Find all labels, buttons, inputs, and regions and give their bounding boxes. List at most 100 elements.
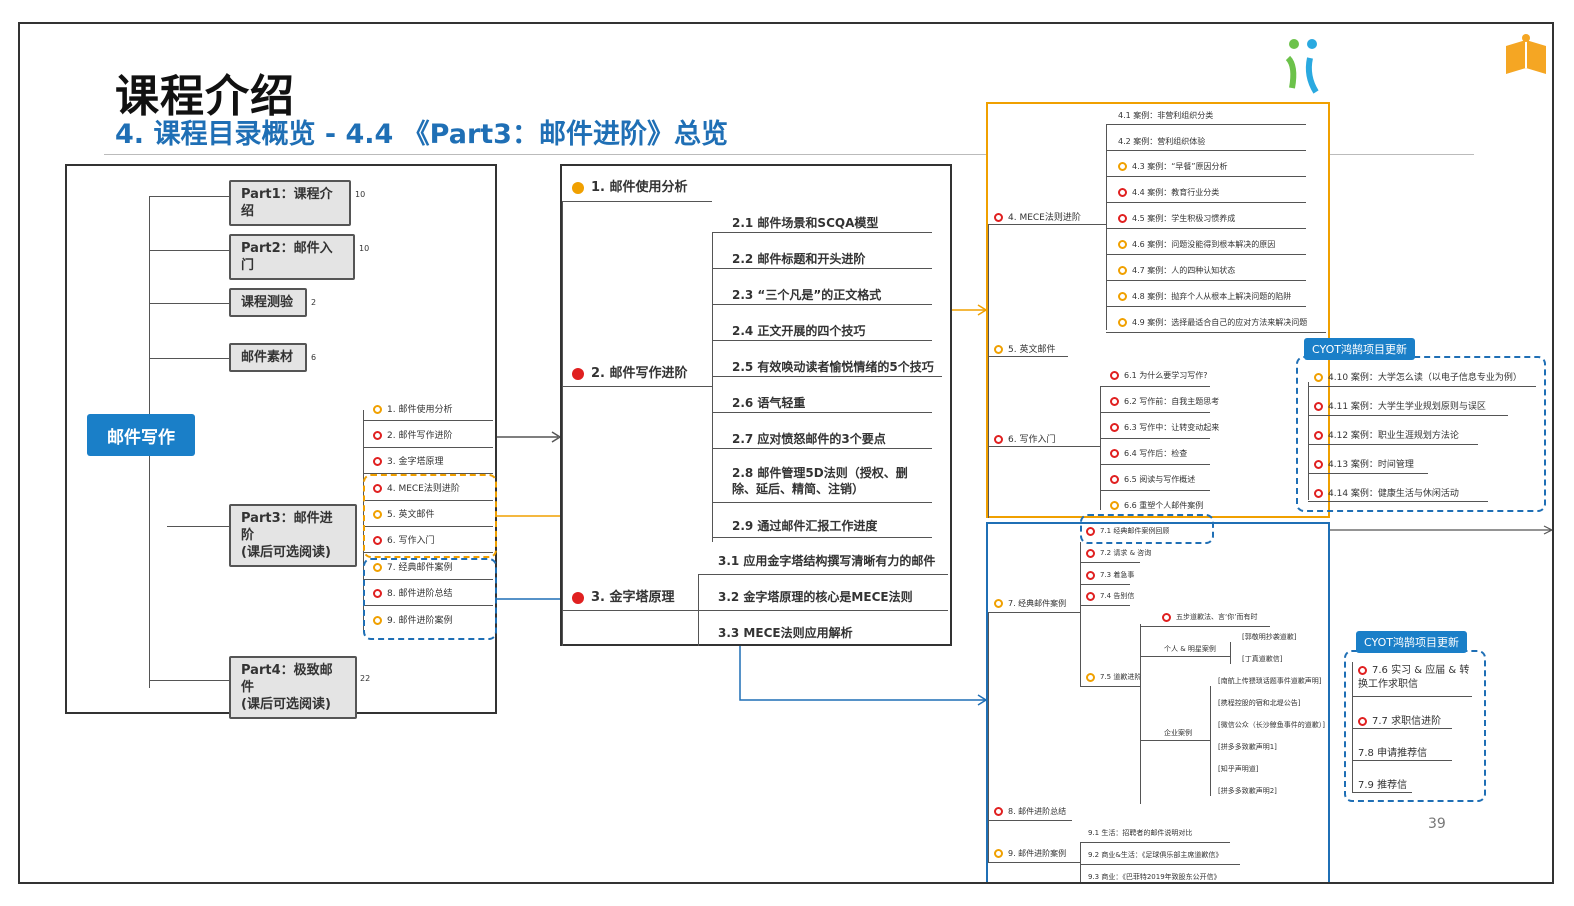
sec2-item-9[interactable]: 2.9 通过邮件汇报工作进度 — [732, 519, 878, 533]
sec3-node[interactable]: 3. 金字塔原理 — [572, 586, 675, 605]
sec4-item-2[interactable]: 4.2 案例：营利组织体验 — [1118, 137, 1206, 146]
middle-mindmap-panel: 1. 邮件使用分析 2. 邮件写作进阶 2.1 邮件场景和SCQA模型 2.2 … — [560, 164, 952, 646]
p3-item-1[interactable]: 1. 邮件使用分析 — [373, 402, 452, 415]
sec2-item-3[interactable]: 2.3 “三个凡是”的正文格式 — [732, 288, 882, 302]
left-mindmap-panel: 邮件写作 Part1：课程介绍 10 Part2：邮件入门 10 课程测验 2 … — [65, 164, 497, 719]
part3-node[interactable]: Part3：邮件进阶 (课后可选阅读) — [229, 504, 357, 567]
sec4-item-8[interactable]: 4.8 案例：抛弃个人从根本上解决问题的陷阱 — [1118, 291, 1291, 302]
sec6-item-1[interactable]: 6.1 为什么要学习写作? — [1110, 370, 1208, 381]
cyot2-item-2[interactable]: 7.7 求职信进阶 — [1358, 712, 1441, 727]
p3-item-3[interactable]: 3. 金字塔原理 — [373, 454, 443, 467]
sec4-node[interactable]: 4. MECE法则进阶 — [994, 210, 1081, 223]
apology-corp[interactable]: 企业案例 — [1164, 729, 1192, 737]
sec5-node[interactable]: 5. 英文邮件 — [994, 342, 1055, 355]
part2-count: 10 — [359, 244, 370, 253]
sec7-item-3[interactable]: 7.3 着急事 — [1086, 570, 1134, 580]
sec9-node[interactable]: 9. 邮件进阶案例 — [994, 848, 1066, 859]
part1-count: 10 — [355, 190, 366, 199]
sec2-item-4[interactable]: 2.4 正文开展的四个技巧 — [732, 324, 866, 338]
personal-case-2[interactable]: [丁真道歉信] — [1242, 655, 1283, 663]
sec7-item-5[interactable]: 7.5 道歉进阶 — [1086, 672, 1141, 682]
p3-item-8[interactable]: 8. 邮件进阶总结 — [373, 586, 452, 599]
cyot1-item-2[interactable]: 4.11 案例：大学生学业规划原则与误区 — [1314, 399, 1486, 412]
sec4-item-7[interactable]: 4.7 案例：人的四种认知状态 — [1118, 265, 1235, 276]
slide: 课程介绍 4. 课程目录概览 - 4.4 《Part3：邮件进阶》总览 邮件写作… — [18, 22, 1554, 884]
sec7-item-1[interactable]: 7.1 经典邮件案例回顾 — [1086, 526, 1169, 536]
sec4-item-6[interactable]: 4.6 案例：问题没能得到根本解决的原因 — [1118, 239, 1275, 250]
materials-count: 6 — [311, 353, 317, 362]
book-icon — [1506, 34, 1546, 74]
sec2-item-5[interactable]: 2.5 有效唤动读者愉悦情绪的5个技巧 — [732, 360, 934, 374]
p3-item-6[interactable]: 6. 写作入门 — [373, 533, 434, 546]
part4-node[interactable]: Part4：极致邮件 (课后可选阅读) — [229, 656, 357, 719]
cyot1-item-4[interactable]: 4.13 案例：时间管理 — [1314, 457, 1414, 470]
sec9-item-2[interactable]: 9.2 商业&生活：《足球俱乐部主席道歉信》 — [1088, 851, 1223, 859]
cyot1-item-1[interactable]: 4.10 案例：大学怎么读（以电子信息专业为例） — [1314, 370, 1522, 383]
sec9-item-1[interactable]: 9.1 生活：招聘者的邮件说明对比 — [1088, 829, 1193, 837]
sec1-node[interactable]: 1. 邮件使用分析 — [572, 176, 688, 195]
sec3-item-2[interactable]: 3.2 金字塔原理的核心是MECE法则 — [718, 590, 913, 604]
page-subtitle: 4. 课程目录概览 - 4.4 《Part3：邮件进阶》总览 — [115, 119, 728, 150]
sec7-item-2[interactable]: 7.2 请求 & 咨询 — [1086, 548, 1151, 558]
corp-case-5[interactable]: [知乎声明道] — [1218, 765, 1259, 773]
sec7-item-4[interactable]: 7.4 告别信 — [1086, 591, 1134, 601]
materials-node[interactable]: 邮件素材 — [229, 343, 307, 372]
sec6-item-5[interactable]: 6.5 阅读与写作概述 — [1110, 474, 1195, 485]
part4-count: 22 — [360, 674, 371, 683]
cyot2-item-1[interactable]: 7.6 实习 & 应届 & 转换工作求职信 — [1358, 665, 1470, 690]
corp-case-1[interactable]: [南航上传猥琐话题事件道歉声明] — [1218, 677, 1322, 685]
right-top-panel: 4. MECE法则进阶 4.1 案例：非营利组织分类 4.2 案例：营利组织体验… — [986, 102, 1330, 518]
sec2-node[interactable]: 2. 邮件写作进阶 — [572, 362, 688, 381]
cyot-box-2: 7.6 实习 & 应届 & 转换工作求职信 7.7 求职信进阶 7.8 申请推荐… — [1344, 650, 1486, 802]
cyot-box-1: 4.10 案例：大学怎么读（以电子信息专业为例） 4.11 案例：大学生学业规划… — [1296, 356, 1546, 512]
corp-case-3[interactable]: [微信公众（长沙鲸鱼事件的道歉）] — [1218, 721, 1325, 729]
sec2-item-1[interactable]: 2.1 邮件场景和SCQA模型 — [732, 216, 879, 230]
corp-case-6[interactable]: [拼多多致歉声明2] — [1218, 787, 1277, 795]
cyot1-badge: CYOT鸿鹄项目更新 — [1304, 338, 1415, 360]
quiz-node[interactable]: 课程测验 — [229, 288, 307, 317]
sec4-item-3[interactable]: 4.3 案例：“早餐”原因分析 — [1118, 161, 1228, 172]
p3-item-2[interactable]: 2. 邮件写作进阶 — [373, 428, 452, 441]
cyot1-item-3[interactable]: 4.12 案例：职业生涯规划方法论 — [1314, 428, 1459, 441]
quiz-count: 2 — [311, 298, 317, 307]
sec4-item-4[interactable]: 4.4 案例：教育行业分类 — [1118, 187, 1219, 198]
sec6-item-3[interactable]: 6.3 写作中：让转变动起来 — [1110, 422, 1219, 433]
apology-method[interactable]: 五步道歉法、言‘你’而有时 — [1162, 612, 1257, 622]
part1-node[interactable]: Part1：课程介绍 — [229, 180, 351, 226]
sec6-item-4[interactable]: 6.4 写作后：检查 — [1110, 448, 1187, 459]
p3-item-7[interactable]: 7. 经典邮件案例 — [373, 560, 452, 573]
corp-case-4[interactable]: [拼多多致歉声明1] — [1218, 743, 1277, 751]
sec7-node[interactable]: 7. 经典邮件案例 — [994, 598, 1066, 609]
sec2-item-2[interactable]: 2.2 邮件标题和开头进阶 — [732, 252, 866, 266]
p3-item-9[interactable]: 9. 邮件进阶案例 — [373, 613, 452, 626]
sec6-item-2[interactable]: 6.2 写作前：自我主题思考 — [1110, 396, 1219, 407]
sec2-item-6[interactable]: 2.6 语气轻重 — [732, 396, 806, 410]
personal-case-1[interactable]: [郭敬明抄袭道歉] — [1242, 633, 1297, 641]
highlight-7-1 — [1080, 514, 1214, 544]
sec4-item-1[interactable]: 4.1 案例：非营利组织分类 — [1118, 111, 1214, 120]
cyot2-item-3[interactable]: 7.8 申请推荐信 — [1358, 748, 1428, 759]
cyot2-badge: CYOT鸿鹄项目更新 — [1356, 631, 1467, 653]
cyot1-item-5[interactable]: 4.14 案例：健康生活与休闲活动 — [1314, 486, 1459, 499]
sec8-node[interactable]: 8. 邮件进阶总结 — [994, 806, 1066, 817]
p3-item-4[interactable]: 4. MECE法则进阶 — [373, 481, 460, 494]
sec3-item-3[interactable]: 3.3 MECE法则应用解析 — [718, 626, 853, 640]
cyot2-item-4[interactable]: 7.9 推荐信 — [1358, 780, 1408, 791]
sec6-item-6[interactable]: 6.6 重塑个人邮件案例 — [1110, 500, 1203, 511]
sec9-item-3[interactable]: 9.3 商业：《巴菲特2019年致股东公开信》 — [1088, 873, 1221, 881]
p3-item-5[interactable]: 5. 英文邮件 — [373, 507, 434, 520]
sec2-item-8[interactable]: 2.8 邮件管理5D法则（授权、删除、延后、精简、注销） — [732, 466, 908, 496]
corp-case-2[interactable]: [携程控股的宿和北堤公告] — [1218, 699, 1301, 707]
sec4-item-9[interactable]: 4.9 案例：选择最适合自己的应对方法来解决问题 — [1118, 317, 1307, 328]
part2-node[interactable]: Part2：邮件入门 — [229, 234, 355, 280]
sec6-node[interactable]: 6. 写作入门 — [994, 432, 1055, 445]
sec4-item-5[interactable]: 4.5 案例：学生积极习惯养成 — [1118, 213, 1235, 224]
sec2-item-7[interactable]: 2.7 应对愤怒邮件的3个要点 — [732, 432, 886, 446]
right-bottom-panel: 7. 经典邮件案例 7.1 经典邮件案例回顾 7.2 请求 & 咨询 7.3 着… — [986, 514, 1330, 882]
root-node[interactable]: 邮件写作 — [87, 414, 195, 456]
sec3-item-1[interactable]: 3.1 应用金字塔结构撰写清晰有力的邮件 — [718, 554, 936, 568]
title-divider — [104, 154, 1474, 155]
page-title: 课程介绍 — [115, 71, 295, 122]
page-number: 39 — [1428, 816, 1446, 832]
apology-personal[interactable]: 个人 & 明星案例 — [1164, 645, 1216, 653]
